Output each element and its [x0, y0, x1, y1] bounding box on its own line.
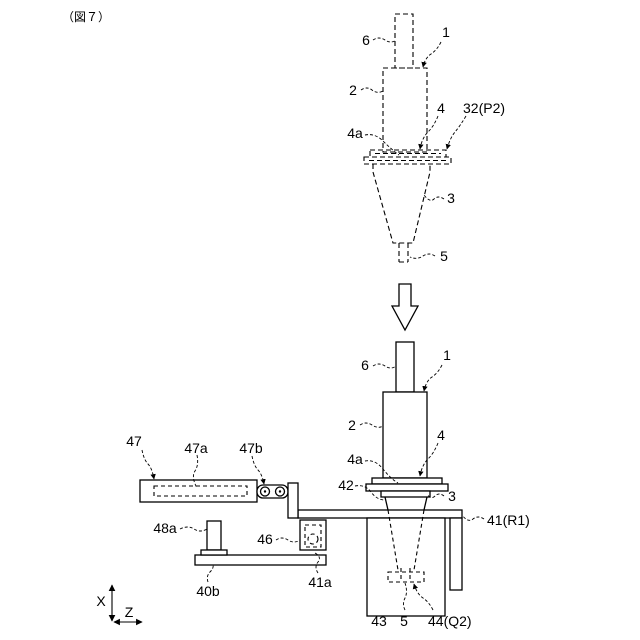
- before-plate-face-label: 4a: [347, 125, 363, 141]
- before-pad-leader: [447, 116, 466, 149]
- before-body-label: 2: [349, 82, 357, 98]
- before-assembly: [364, 14, 451, 262]
- after-spacer-label: 42: [338, 477, 354, 493]
- after-base-label: 40b: [196, 583, 220, 599]
- before-unit-label: 1: [442, 24, 450, 40]
- before-shaft: [395, 14, 413, 68]
- after-plate-face-label: 4a: [347, 451, 363, 467]
- before-shaft-label: 6: [362, 32, 370, 48]
- after-beam-label: 41(R1): [487, 512, 530, 528]
- after-shaft: [396, 342, 414, 392]
- after-bracket: [288, 483, 298, 518]
- after-housing-label: 43: [371, 613, 387, 629]
- after-beam-leader: [462, 515, 484, 520]
- after-link-pin-2-center: [279, 490, 281, 492]
- after-base-leader: [207, 565, 213, 582]
- before-cone-leader: [424, 195, 444, 200]
- after-bearing-block-label: 46: [257, 531, 273, 547]
- before-tip-leader: [410, 254, 435, 258]
- after-unit-label: 1: [443, 347, 451, 363]
- transition-arrow-icon: [392, 284, 418, 330]
- before-plate-leader: [420, 116, 438, 149]
- before-tip-label: 5: [440, 248, 448, 264]
- after-cone-upper: [385, 497, 427, 510]
- x-axis-label: X: [96, 593, 106, 609]
- after-tip-label: 5: [400, 613, 408, 629]
- before-cone: [373, 164, 430, 243]
- axis-indicator: X Z: [96, 585, 142, 622]
- after-target-label: 44(Q2): [428, 613, 472, 629]
- after-housing: [367, 518, 445, 616]
- after-post-leader: [180, 527, 207, 531]
- after-spacer: [381, 491, 430, 497]
- before-tip: [399, 243, 408, 262]
- after-plate-label: 4: [437, 427, 445, 443]
- after-cone-label: 3: [448, 488, 456, 504]
- before-body-leader: [361, 88, 383, 92]
- after-plate: [372, 478, 442, 484]
- after-shaft-label: 6: [361, 357, 369, 373]
- after-base: [195, 555, 326, 565]
- after-actuator: [140, 480, 257, 502]
- after-body: [383, 392, 427, 478]
- after-link-pin-1-center: [264, 490, 266, 492]
- before-shaft-leader: [373, 38, 396, 42]
- after-shaft-leader: [373, 364, 396, 368]
- after-body-leader: [360, 423, 383, 427]
- after-bearing-block-leader: [276, 538, 300, 542]
- after-link-label: 47b: [239, 440, 263, 456]
- before-plate-label: 4: [437, 100, 445, 116]
- after-side-plate: [450, 518, 462, 590]
- after-bearing-label: 41a: [308, 574, 332, 590]
- figure-title: （図７）: [62, 10, 110, 24]
- after-body-label: 2: [348, 417, 356, 433]
- after-assembly: [140, 342, 462, 616]
- after-beam: [298, 510, 462, 518]
- after-plate-lower: [366, 484, 448, 491]
- z-axis-label: Z: [125, 604, 134, 620]
- after-post: [207, 521, 221, 550]
- after-post-label: 48a: [153, 520, 177, 536]
- before-pad-label: 32(P2): [463, 100, 505, 116]
- before-body: [383, 68, 427, 152]
- after-actuator-rod-label: 47a: [184, 440, 208, 456]
- after-post-flange: [201, 550, 227, 555]
- before-cone-label: 3: [447, 190, 455, 206]
- after-unit-leader: [424, 365, 442, 391]
- before-unit-leader: [423, 42, 441, 67]
- after-actuator-label: 47: [126, 433, 142, 449]
- after-actuator-leader: [142, 450, 154, 479]
